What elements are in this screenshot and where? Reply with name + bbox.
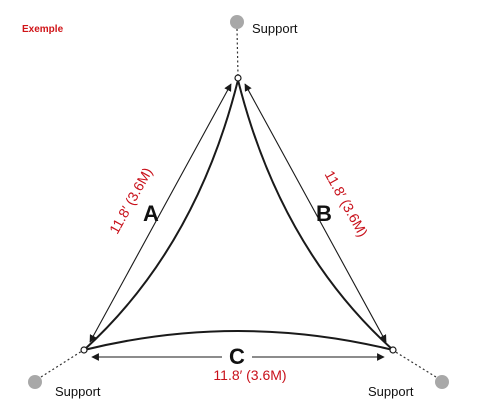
support-post-right <box>435 375 449 389</box>
side-letter-b: B <box>316 201 332 226</box>
sail-edge-a <box>83 79 239 351</box>
tension-line-right <box>393 350 437 378</box>
example-caption: Exemple <box>22 24 64 35</box>
dimension-arrow-a <box>89 83 232 343</box>
dimension-label-c: 11.8′ (3.6M) <box>213 367 286 383</box>
corner-ring-right <box>389 346 397 354</box>
side-letter-c: C <box>229 344 245 369</box>
corner-ring-left <box>80 346 88 354</box>
label-c-background <box>222 343 252 369</box>
dimension-arrow-b <box>244 83 387 343</box>
tension-line-left <box>40 350 83 378</box>
side-letter-a: A <box>143 201 159 226</box>
support-label-top: Support <box>252 21 298 36</box>
support-label-left: Support <box>55 384 101 399</box>
support-post-top <box>230 15 244 29</box>
support-post-left <box>28 375 42 389</box>
tension-line-top <box>236 28 239 77</box>
support-label-right: Support <box>368 384 414 399</box>
corner-ring-top <box>234 74 242 82</box>
